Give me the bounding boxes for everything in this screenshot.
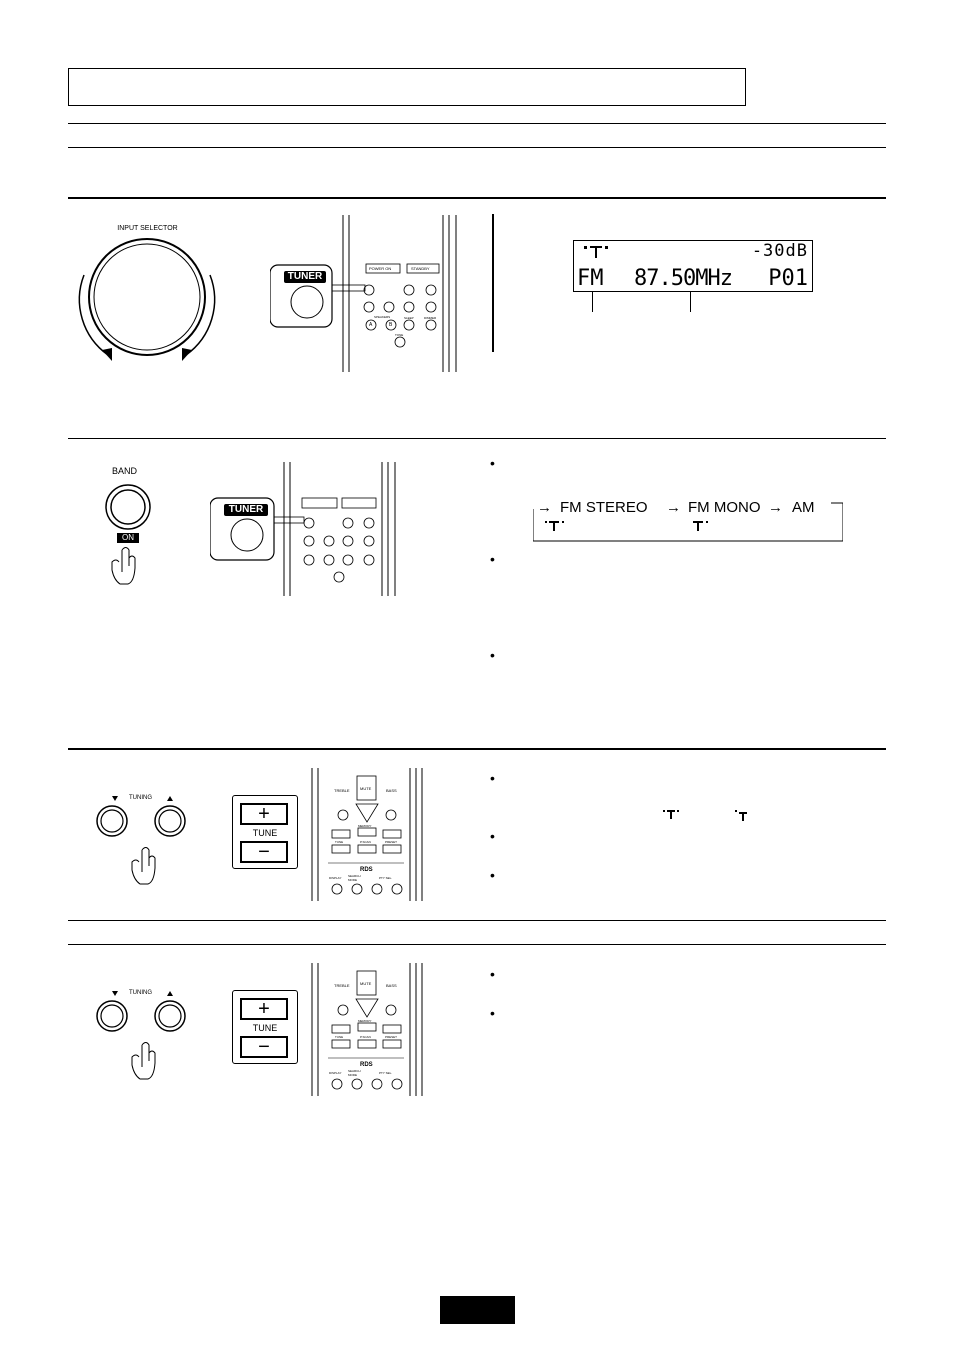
flow-arrow-1: → <box>537 499 552 516</box>
rule-3 <box>68 197 886 199</box>
tuning-buttons-illustration-3: TUNING <box>94 792 194 887</box>
preset-label-3: PRESET <box>385 840 398 844</box>
tune-plus-key-4: + <box>240 998 288 1020</box>
pty-sel-label-3: PTY SEL. <box>379 876 393 880</box>
bass-label-3: BASS <box>386 788 397 793</box>
tune-plus-3: + <box>258 803 270 825</box>
display-band: FM <box>577 266 604 291</box>
tune-small-label-3: TUNE <box>335 840 344 844</box>
treble-label-4: TREBLE <box>334 983 350 988</box>
rule-5 <box>68 748 886 750</box>
tuner-button-label: TUNER <box>284 271 326 283</box>
rule-2 <box>68 147 886 148</box>
frequency-callout-line <box>690 292 691 312</box>
band-button-illustration: BAND ON <box>100 462 160 592</box>
a-label: A <box>369 322 373 328</box>
tuner-label-text-2: TUNER <box>228 504 264 515</box>
signal-level: -30dB <box>751 241 808 261</box>
tune-small-label-4: TUNE <box>335 1035 344 1039</box>
bullet-3b: • <box>490 828 495 844</box>
band-label: BAND <box>112 466 138 476</box>
sleep-label: SLEEP <box>404 316 414 320</box>
tune-keys-illustration-4: + TUNE − <box>232 990 300 1064</box>
rule-6 <box>68 920 886 921</box>
memory-label-3: MEMORY <box>358 824 372 828</box>
stereo-indicator-icon <box>584 246 608 258</box>
bullet-2c: • <box>490 647 495 663</box>
speakers-label: SPEAKERS <box>374 315 391 319</box>
input-selector-label: INPUT SELECTOR <box>117 225 178 232</box>
rds-label-3: RDS <box>360 867 373 873</box>
tune-plus-key-3: + <box>240 803 288 825</box>
remote-illustration-3: TREBLE MUTE BASS MEMORY TUNE P.SCAN PRES… <box>298 768 426 901</box>
search-mode-label-4: SEARCH MODE <box>348 1069 361 1077</box>
tune-keys-box-3 <box>232 795 298 869</box>
rule-1 <box>68 123 886 124</box>
flow-fm-stereo: FM STEREO <box>560 499 648 516</box>
display-label-3: DISPLAY <box>329 876 342 880</box>
display-label-4: DISPLAY <box>329 1071 342 1075</box>
rule-7 <box>68 944 886 945</box>
input-selector-dial-illustration: INPUT SELECTOR <box>70 220 230 370</box>
search-mode-label-3: SEARCH MODE <box>348 874 361 882</box>
standby-label: STANDBY <box>411 266 430 271</box>
remote-illustration-1: TUNER POWER ON STANDBY SPEAKERS A B SLEE… <box>270 215 465 375</box>
bullet-3c: • <box>490 867 495 883</box>
tuning-label-3: TUNING <box>129 795 152 801</box>
on-badge: ON <box>117 533 139 543</box>
stereo-mono-indicators-icon <box>663 810 747 821</box>
tune-keys-box-4 <box>232 990 298 1064</box>
remote-illustration-4: TREBLE MUTE BASS MEMORY TUNE P.SCAN PRES… <box>298 963 426 1096</box>
display-frequency: 87.50MHz <box>634 266 733 291</box>
tune-label-3: TUNE <box>252 828 278 838</box>
display-preset: P01 <box>768 266 808 291</box>
remote-illustration-2: TUNER <box>210 462 405 602</box>
preset-label-4: PRESET <box>385 1035 398 1039</box>
bullet-4a: • <box>490 966 495 982</box>
section1-divider <box>492 214 494 352</box>
tuning-label-4: TUNING <box>129 990 152 996</box>
lcd-display: -30dB FM 87.50MHz P01 <box>573 240 813 292</box>
pscan-label-3: P.SCAN <box>360 840 371 844</box>
dimmer-label: DIMMER <box>424 316 437 320</box>
rds-label-4: RDS <box>360 1062 373 1068</box>
pscan-label-4: P.SCAN <box>360 1035 371 1039</box>
tuning-buttons-illustration-4: TUNING <box>94 987 194 1082</box>
band-cycle-flow: → FM STEREO → FM MONO → AM <box>533 497 843 543</box>
mute-label-4: MUTE <box>360 981 372 986</box>
bullet-2b: • <box>490 551 495 567</box>
power-on-label: POWER ON <box>369 266 392 271</box>
tune-minus-key-3: − <box>240 841 288 863</box>
bullet-4b: • <box>490 1005 495 1021</box>
tune-minus-3: − <box>258 841 270 863</box>
band-callout-line <box>592 292 593 312</box>
pty-sel-label-4: PTY SEL. <box>379 1071 393 1075</box>
flow-arrow-2: → <box>666 499 681 516</box>
tune-minus-key-4: − <box>240 1036 288 1058</box>
flow-am: AM <box>792 499 815 516</box>
title-box <box>68 68 746 106</box>
b-label: B <box>389 322 393 328</box>
rule-4 <box>68 438 886 439</box>
treble-label-3: TREBLE <box>334 788 350 793</box>
tone-label: TONE <box>395 333 404 337</box>
mute-label-3: MUTE <box>360 786 372 791</box>
tuner-label-text: TUNER <box>287 271 323 282</box>
page-number-block <box>440 1296 515 1324</box>
tune-minus-4: − <box>258 1036 270 1058</box>
flow-fm-mono: FM MONO <box>688 499 761 516</box>
bullet-2a: • <box>490 455 495 471</box>
tune-keys-illustration-3: + TUNE − <box>232 795 300 869</box>
tune-label-4: TUNE <box>252 1023 278 1033</box>
bass-label-4: BASS <box>386 983 397 988</box>
tuner-button-label-2: TUNER <box>224 504 268 516</box>
tune-plus-4: + <box>258 998 270 1020</box>
flow-arrow-3: → <box>768 499 783 516</box>
on-label: ON <box>122 533 134 542</box>
memory-label-4: MEMORY <box>358 1019 372 1023</box>
bullet-3a: • <box>490 770 495 786</box>
